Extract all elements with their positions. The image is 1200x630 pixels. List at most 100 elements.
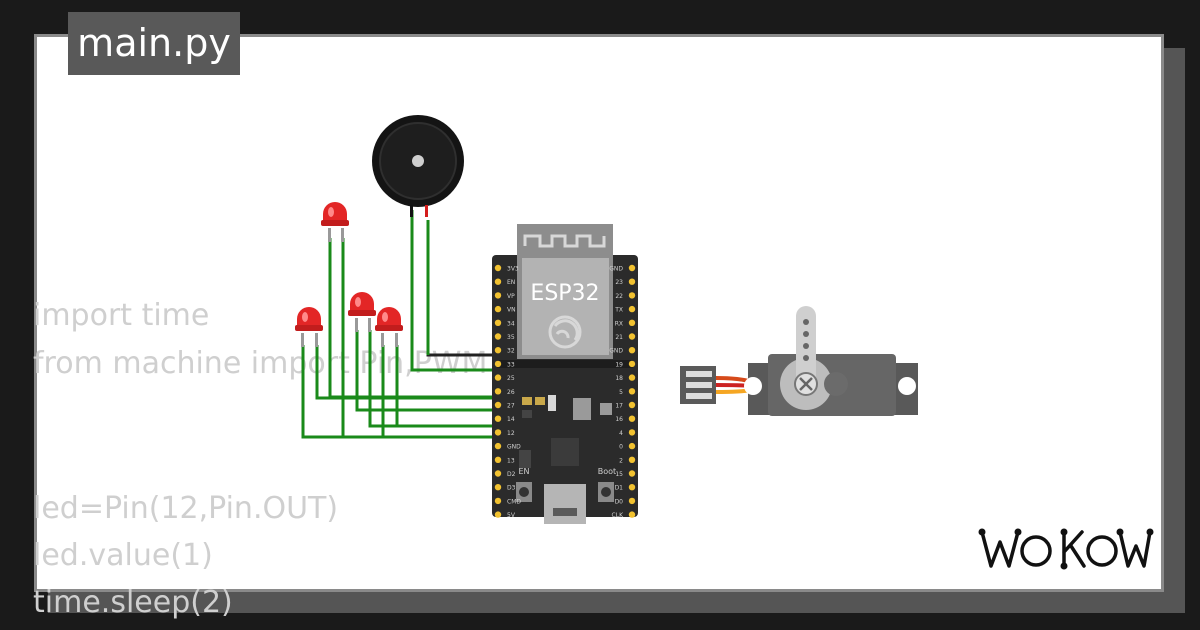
en-button[interactable]	[516, 482, 532, 502]
pin-label: GND	[609, 266, 623, 273]
pin-gnd[interactable]	[494, 442, 502, 450]
en-label: EN	[518, 467, 529, 476]
file-tab-main[interactable]: main.py	[68, 12, 240, 75]
pin-label: 32	[507, 348, 515, 355]
pin-d2[interactable]	[494, 470, 502, 477]
buzzer[interactable]	[372, 115, 464, 217]
usb-port[interactable]	[544, 484, 586, 524]
pin-label: 5V	[507, 512, 516, 519]
pin-21[interactable]	[628, 333, 636, 340]
pin-33[interactable]	[494, 360, 502, 368]
pin-17[interactable]	[628, 401, 636, 409]
pin-18[interactable]	[628, 374, 636, 381]
pin-vn[interactable]	[494, 305, 502, 313]
pin-label: 19	[615, 361, 623, 368]
pin-label: D1	[615, 485, 624, 492]
buzzer-wire	[426, 220, 500, 357]
pin-label: 2	[619, 457, 623, 464]
pin-vp[interactable]	[494, 292, 502, 299]
led-3[interactable]	[348, 292, 376, 332]
pin-13[interactable]	[494, 456, 502, 463]
pin-label: TX	[614, 307, 623, 314]
pin-label: 25	[507, 375, 515, 382]
led-wire	[315, 345, 500, 400]
pin-rx[interactable]	[628, 319, 636, 326]
pin-12[interactable]	[494, 429, 502, 436]
pin-2[interactable]	[628, 456, 636, 463]
wokwi-logo	[978, 528, 1154, 570]
pin-label: D3	[507, 485, 516, 492]
pin-label: 27	[507, 403, 515, 410]
buzzer-wire-2	[410, 210, 500, 372]
espressif-logo-icon	[548, 315, 582, 349]
servo-motor[interactable]	[680, 306, 918, 416]
board-pins-left: 3V3ENVPVN343532332526271412GND13D2D3CMD5…	[494, 264, 521, 519]
pin-label: D0	[615, 498, 624, 505]
led-4[interactable]	[375, 307, 403, 347]
led-2[interactable]	[295, 307, 323, 347]
pin-label: 0	[619, 444, 623, 451]
code-line: import time	[33, 298, 210, 333]
led-wire	[355, 330, 500, 412]
pin-label: 16	[615, 416, 623, 423]
led-wire	[368, 330, 500, 428]
pin-en[interactable]	[494, 278, 502, 285]
pin-label: 21	[615, 334, 623, 341]
pin-label: RX	[615, 320, 623, 327]
pin-label: CMD	[507, 498, 521, 505]
pin-label: GND	[609, 348, 623, 355]
pin-gnd[interactable]	[628, 347, 636, 354]
usb-chip	[551, 438, 579, 466]
pin-gnd[interactable]	[628, 264, 636, 272]
pin-0[interactable]	[628, 442, 636, 450]
pin-32[interactable]	[494, 347, 502, 354]
pin-label: 26	[507, 389, 515, 396]
pin-34[interactable]	[494, 319, 502, 326]
board-label: ESP32	[530, 281, 599, 306]
pin-label: 35	[507, 334, 515, 341]
pin-d0[interactable]	[628, 497, 636, 505]
pin-15[interactable]	[628, 470, 636, 477]
pin-label: 33	[507, 361, 515, 368]
pin-4[interactable]	[628, 429, 636, 436]
pin-label: EN	[507, 279, 515, 286]
led-wire	[301, 345, 500, 439]
pin-label: 13	[507, 457, 515, 464]
pin-label: 5	[619, 389, 623, 396]
led-wire	[341, 238, 500, 439]
code-preview: import time from machine import Pin,PWM …	[33, 0, 487, 620]
pin-d1[interactable]	[628, 484, 636, 491]
pin-d3[interactable]	[494, 484, 502, 491]
pin-23[interactable]	[628, 278, 636, 285]
pin-35[interactable]	[494, 333, 502, 340]
pin-16[interactable]	[628, 415, 636, 422]
code-line: time.sleep(2)	[33, 585, 233, 620]
pin-14[interactable]	[494, 415, 502, 422]
pin-3v3[interactable]	[494, 264, 502, 272]
pin-27[interactable]	[494, 401, 502, 409]
pin-label: 3V3	[507, 266, 519, 273]
pin-label: 34	[507, 320, 515, 327]
wires	[301, 210, 500, 439]
pin-label: 4	[619, 430, 623, 437]
boot-label: Boot	[598, 467, 616, 476]
pin-label: 23	[615, 279, 623, 286]
led-wire	[381, 345, 500, 439]
pin-5[interactable]	[628, 388, 636, 395]
pin-clk[interactable]	[628, 511, 636, 518]
code-line: led=Pin(12,Pin.OUT)	[33, 491, 339, 526]
boot-button[interactable]	[598, 482, 614, 502]
pin-25[interactable]	[494, 374, 502, 381]
pin-label: D2	[507, 471, 516, 478]
esp32-board[interactable]: ESP32 EN Boot 3V3ENVPVN34353233252627141…	[492, 224, 638, 524]
pin-22[interactable]	[628, 292, 636, 299]
pin-cmd[interactable]	[494, 497, 502, 505]
pin-19[interactable]	[628, 360, 636, 368]
pin-tx[interactable]	[628, 305, 636, 313]
pin-label: 12	[507, 430, 515, 437]
pin-label: 18	[615, 375, 623, 382]
led-1[interactable]	[321, 202, 349, 242]
pin-26[interactable]	[494, 388, 502, 395]
pin-5v[interactable]	[494, 511, 502, 518]
